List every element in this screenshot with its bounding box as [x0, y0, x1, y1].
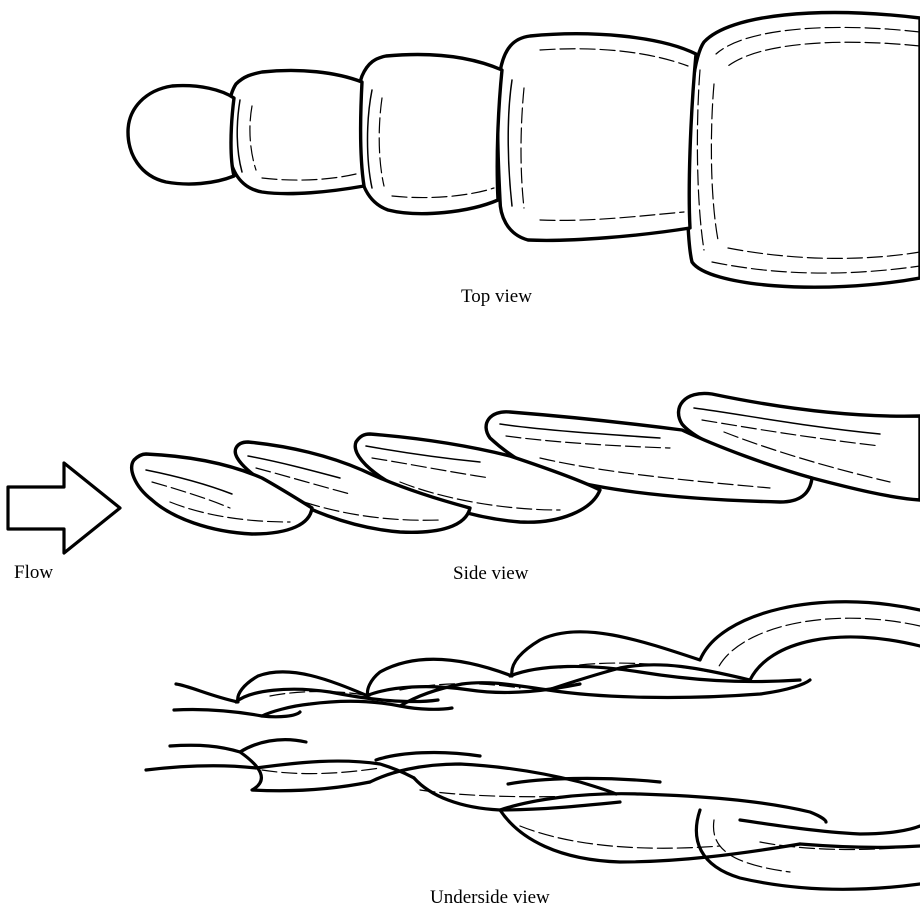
flow-arrow-icon	[8, 463, 120, 553]
top-view-segment-4	[498, 34, 696, 241]
underside-view-caption: Underside view	[430, 887, 550, 909]
underside-upper-strand	[174, 602, 920, 717]
underside-view-panel	[146, 602, 920, 890]
top-view-segment-5	[687, 13, 920, 288]
side-view-caption: Side view	[453, 563, 528, 585]
top-view-segment-2	[227, 70, 364, 193]
underside-lower-strand	[146, 740, 920, 890]
side-view-panel	[8, 393, 920, 553]
top-view-panel	[128, 13, 920, 288]
top-view-segment-1	[128, 86, 234, 184]
flow-caption: Flow	[14, 562, 53, 584]
top-view-segment-3	[357, 55, 502, 214]
top-view-caption: Top view	[461, 286, 532, 308]
